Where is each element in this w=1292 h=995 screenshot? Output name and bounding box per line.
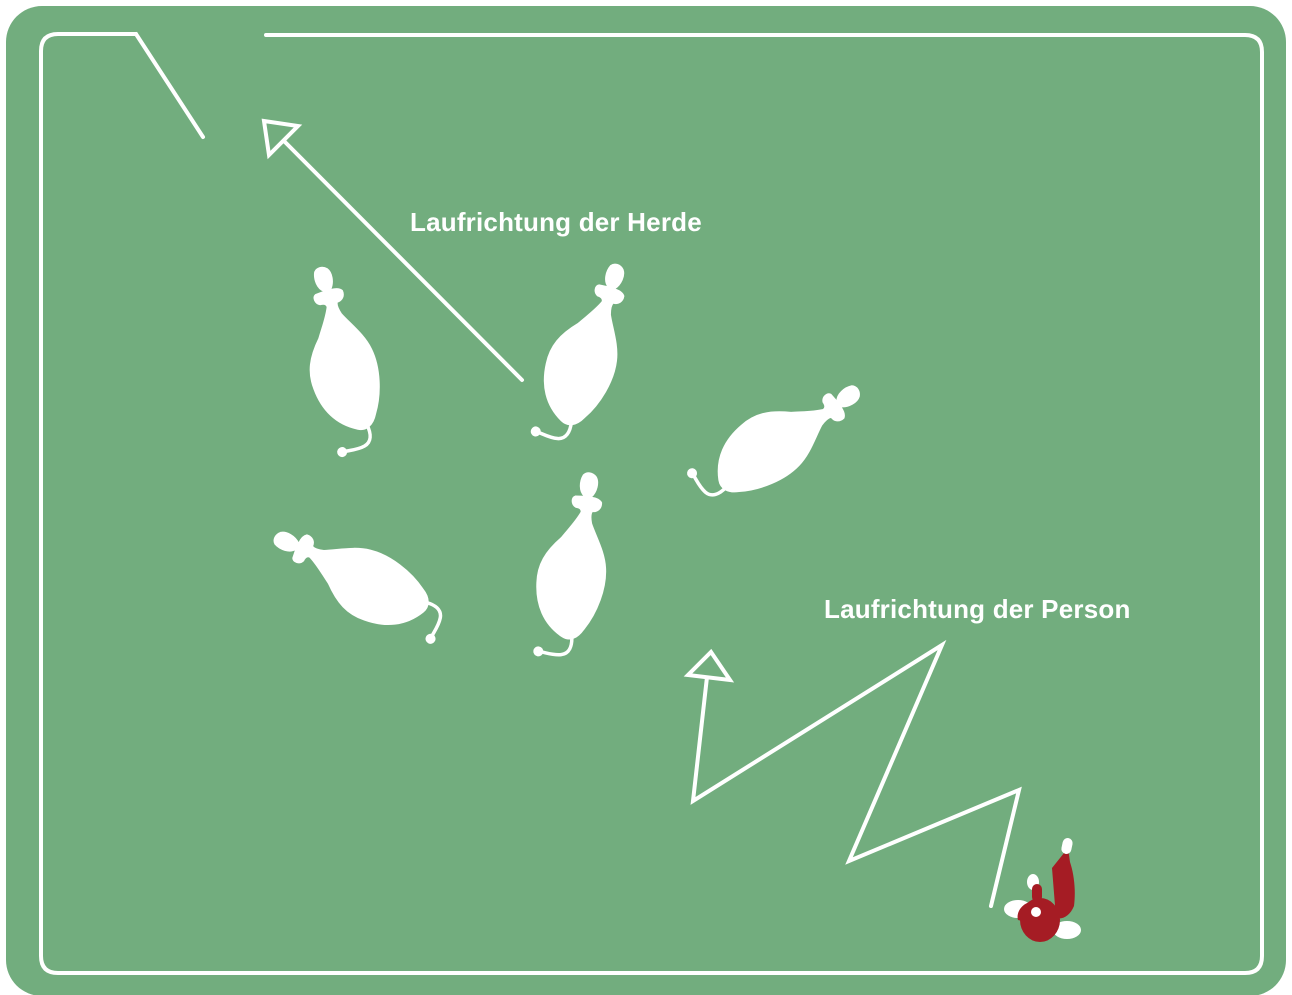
- herd-direction-label: Laufrichtung der Herde: [410, 207, 702, 238]
- pasture-background: [6, 6, 1286, 995]
- person-direction-label: Laufrichtung der Person: [824, 594, 1131, 625]
